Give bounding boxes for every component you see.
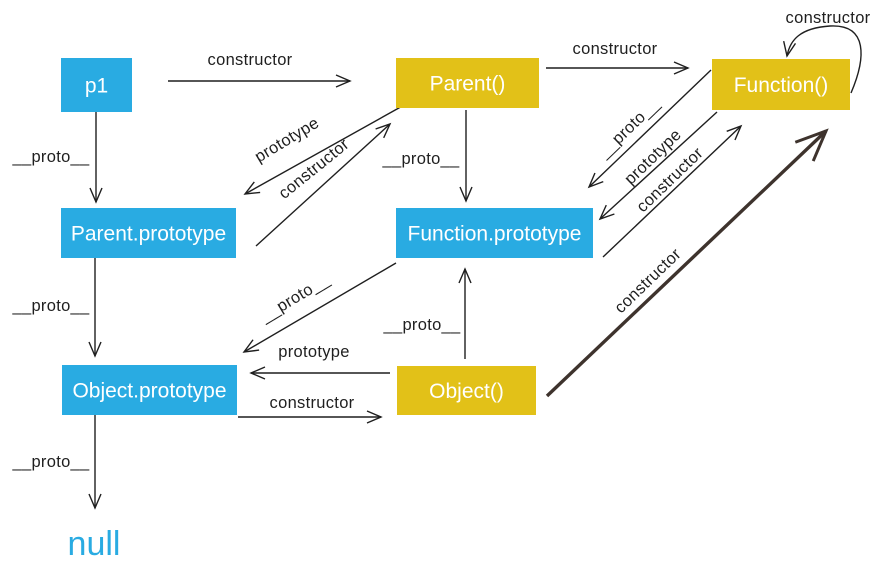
node-parent-prototype: Parent.prototype — [61, 208, 236, 258]
edge-label-proto: __proto__ — [11, 297, 90, 315]
node-object-prototype: Object.prototype — [62, 365, 237, 415]
edge-label-constructor: constructor — [573, 40, 658, 58]
edge-function-functionprototype-proto-line — [587, 69, 712, 189]
edge-label-proto: __proto__ — [256, 270, 333, 326]
edge-functionprototype-objectprototype-proto-line — [242, 262, 397, 353]
node-null-label: null — [68, 525, 121, 563]
node-function-fn-label: Function() — [734, 74, 829, 97]
node-function-prototype: Function.prototype — [396, 208, 593, 258]
node-p1: p1 — [61, 58, 132, 112]
edge-label-prototype: prototype — [278, 343, 350, 361]
node-function-fn-box — [712, 59, 850, 110]
edges — [88, 25, 862, 510]
edge-label-proto: __proto__ — [11, 453, 90, 471]
node-p1-label: p1 — [85, 75, 108, 98]
node-parent-fn: Parent() — [396, 58, 539, 108]
node-object-fn: Object() — [397, 366, 536, 415]
edge-function-selfloop-constructor-line — [783, 25, 862, 94]
edge-label-proto: __proto__ — [382, 316, 461, 334]
edge-label-constructor: constructor — [208, 51, 293, 69]
edge-label-constructor: constructor — [786, 9, 871, 27]
edge-label-proto: __proto__ — [11, 148, 90, 166]
edge-parentprototype-parent-constructor-line — [255, 122, 392, 247]
node-parent-prototype-box — [61, 208, 236, 258]
node-object-prototype-box — [62, 365, 237, 415]
node-parent-prototype-label: Parent.prototype — [71, 223, 226, 246]
node-object-fn-label: Object() — [429, 380, 504, 403]
node-function-fn: Function() — [712, 59, 850, 110]
edge-label-constructor-emphasis: constructor — [611, 245, 685, 317]
node-function-prototype-box — [396, 208, 593, 258]
node-object-prototype-label: Object.prototype — [72, 380, 226, 403]
nodes: p1 Parent() Function() Parent.prototype … — [61, 58, 850, 563]
edge-function-functionprototype-prototype-line — [598, 111, 718, 221]
node-parent-fn-label: Parent() — [430, 73, 506, 96]
node-parent-fn-box — [396, 58, 539, 108]
edge-label-constructor: constructor — [270, 394, 355, 412]
edge-object-function-constructor-line — [545, 128, 829, 398]
node-p1-box — [61, 58, 132, 112]
node-object-fn-box — [397, 366, 536, 415]
edge-functionprototype-function-constructor-line — [602, 124, 743, 258]
edge-label-proto: __proto__ — [381, 150, 460, 168]
edge-parent-parentprototype-prototype-line — [243, 103, 407, 195]
node-function-prototype-label: Function.prototype — [408, 223, 582, 246]
